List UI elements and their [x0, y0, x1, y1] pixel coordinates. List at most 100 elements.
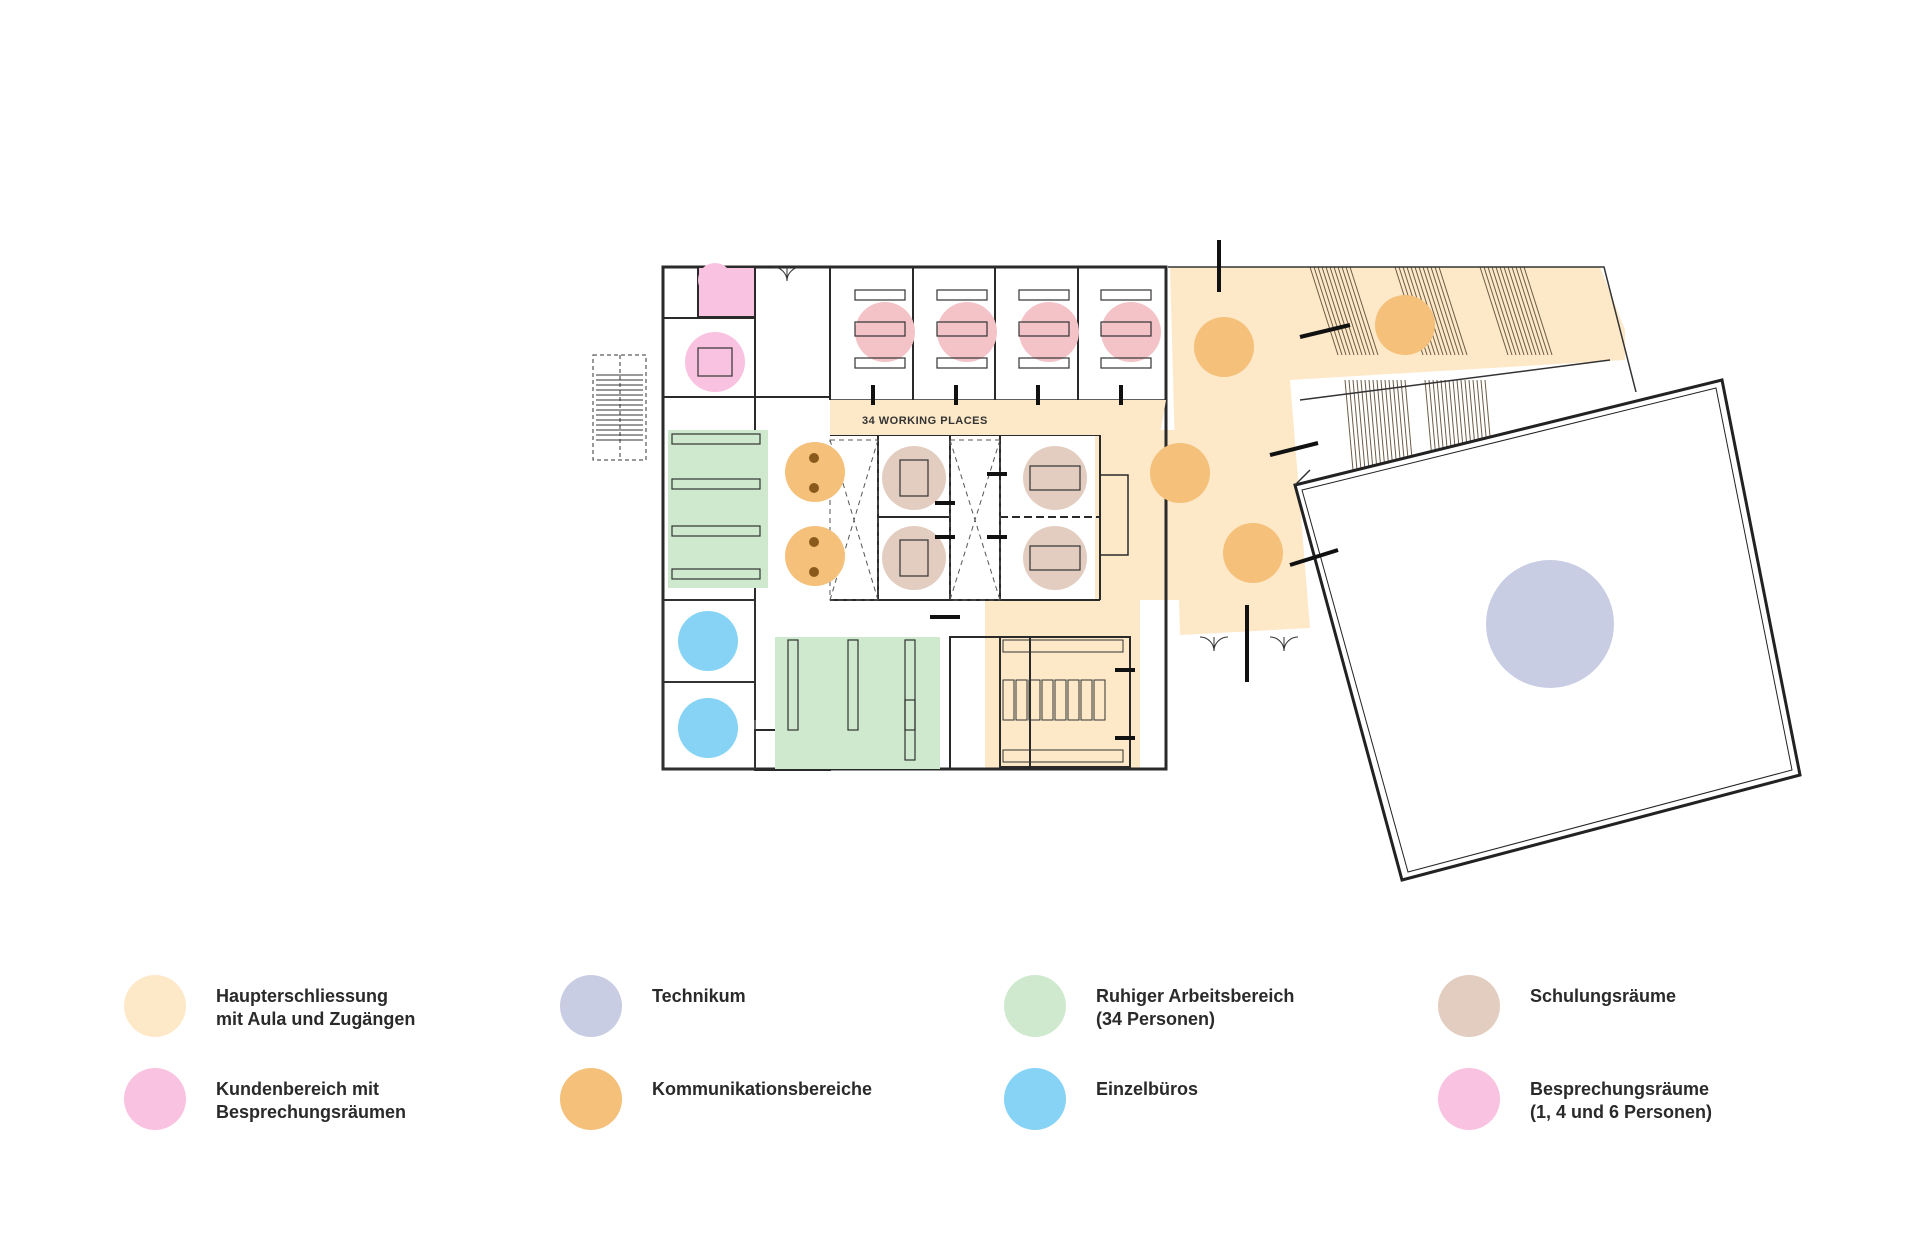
legend-swatch	[1004, 1068, 1066, 1130]
legend-einzelbueros: Einzelbüros	[1004, 1068, 1384, 1138]
step-line	[1384, 379, 1394, 471]
single-offices	[662, 599, 756, 770]
step-line	[1438, 266, 1468, 356]
wc-cubicle	[1067, 679, 1080, 721]
wc-cubicle	[1054, 679, 1067, 721]
training-tables	[899, 459, 1081, 577]
legend-kundenbereich: Kundenbereich mit Besprechungsräumen	[124, 1068, 504, 1138]
step-line	[1313, 266, 1343, 356]
step-line	[1523, 266, 1553, 356]
step-line	[1317, 266, 1347, 356]
step-line	[1434, 266, 1464, 356]
step-line	[1348, 379, 1358, 471]
door-markers	[871, 240, 1351, 740]
wc-cubicle	[1041, 679, 1054, 721]
step-line	[1352, 379, 1362, 471]
aula-outline	[1168, 266, 1637, 486]
desk-row	[671, 525, 761, 537]
step-line	[1495, 266, 1525, 356]
step-line	[1426, 266, 1456, 356]
meeting-rooms-top	[854, 289, 1161, 369]
swing-doors	[772, 266, 1299, 652]
desk-column	[787, 639, 799, 731]
step-line	[1479, 266, 1509, 356]
legend-label: Ruhiger Arbeitsbereich (34 Personen)	[1096, 986, 1295, 1029]
meeting-room-dot	[937, 302, 997, 362]
training-rooms	[882, 446, 1087, 590]
wc-cubicle	[1015, 679, 1028, 721]
wc-sinks	[1002, 749, 1124, 763]
step-line	[1360, 379, 1370, 471]
step-line	[1483, 266, 1513, 356]
step-line	[1329, 266, 1359, 356]
technikum-hall	[1293, 378, 1802, 882]
working-places-band: 34 WORKING PLACES	[830, 400, 1166, 435]
desk-column	[904, 639, 916, 731]
desk-column	[847, 639, 859, 731]
meeting-table	[936, 289, 988, 301]
legend-technikum: Technikum	[560, 975, 940, 1045]
meeting-table	[936, 321, 988, 337]
meeting-room-dot	[1101, 302, 1161, 362]
legend-label: Schulungsräume	[1530, 986, 1677, 1006]
legend-label: Kundenbereich mit Besprechungsräumen	[216, 1079, 407, 1122]
meeting-table	[1100, 289, 1152, 301]
sanitary-core	[1002, 639, 1124, 763]
step-line	[1396, 379, 1406, 471]
step-line	[1515, 266, 1545, 356]
step-line	[1519, 266, 1549, 356]
meeting-table	[936, 357, 988, 369]
step-line	[1349, 266, 1379, 356]
wc-cubicle	[1080, 679, 1093, 721]
legend-swatch	[1004, 975, 1066, 1037]
step-line	[1388, 379, 1398, 471]
step-line	[1380, 379, 1390, 471]
communication-zones	[785, 295, 1435, 586]
step-line	[1376, 379, 1386, 471]
desk-row	[671, 478, 761, 490]
legend-label: Kommunikationsbereiche	[652, 1079, 873, 1099]
legend-label: Haupterschliessung mit Aula und Zugängen	[216, 986, 416, 1029]
meeting-table	[1018, 321, 1070, 337]
legend-swatch	[124, 1068, 186, 1130]
wc-sinks	[1002, 639, 1124, 653]
step-line	[1499, 266, 1529, 356]
wc-cubicle	[1093, 679, 1106, 721]
working-places-label: 34 WORKING PLACES	[862, 415, 988, 427]
wc-cubicle	[1028, 679, 1041, 721]
external-stair-steps	[596, 374, 643, 441]
step-line	[1368, 379, 1378, 471]
step-line	[1372, 379, 1382, 471]
step-line	[1344, 379, 1354, 471]
step-line	[1507, 266, 1537, 356]
legend-besprechungsraeume: Besprechungsräume (1, 4 und 6 Personen)	[1438, 1068, 1818, 1138]
technikum-marker	[1486, 560, 1614, 688]
step-line	[1309, 266, 1339, 356]
step-line	[1392, 379, 1402, 471]
step-line	[1356, 379, 1366, 471]
step-line	[1341, 266, 1371, 356]
legend-label: Besprechungsräume (1, 4 und 6 Personen)	[1530, 1079, 1713, 1122]
step-line	[1503, 266, 1533, 356]
legend-kommunikationsbereiche: Kommunikationsbereiche	[560, 1068, 940, 1138]
legend-swatch	[1438, 1068, 1500, 1130]
communication-seats	[809, 453, 819, 577]
step-line	[1345, 266, 1375, 356]
step-line	[1321, 266, 1351, 356]
legend-swatch	[560, 1068, 622, 1130]
step-line	[1337, 266, 1367, 356]
meeting-table	[854, 357, 906, 369]
meeting-room-dot	[1019, 302, 1079, 362]
step-line	[1511, 266, 1541, 356]
external-stair	[592, 354, 647, 461]
customer-area	[685, 263, 756, 392]
quiet-work-desks	[671, 433, 916, 761]
meeting-table	[1100, 321, 1152, 337]
meeting-table	[854, 289, 906, 301]
meeting-room-dot	[855, 302, 915, 362]
desk-column	[904, 699, 916, 761]
legend-label: Technikum	[652, 986, 746, 1006]
desk-row	[671, 433, 761, 445]
meeting-table	[854, 321, 906, 337]
meeting-table	[1100, 357, 1152, 369]
